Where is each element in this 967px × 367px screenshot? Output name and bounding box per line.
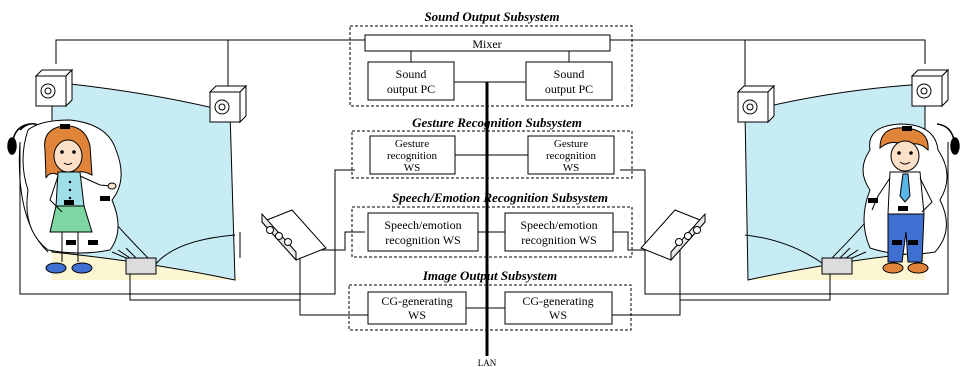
gesture-recognition-subsystem: Gesture Recognition Subsystem Gesture re… <box>351 115 633 179</box>
lan-label: LAN <box>478 358 497 367</box>
gesture-title: Gesture Recognition Subsystem <box>412 115 582 130</box>
gesture-ws-right-line1: Gesture <box>554 138 588 150</box>
mixer-label: Mixer <box>472 37 501 51</box>
cg-ws-left-line1: CG-generating <box>381 294 452 308</box>
right-projector <box>640 209 706 262</box>
speech-ws-left-line1: Speech/emotion <box>384 218 461 232</box>
sound-output-title: Sound Output Subsystem <box>424 9 559 24</box>
left-floor-unit <box>111 247 157 275</box>
gesture-ws-right-line3: WS <box>563 162 580 174</box>
right-speaker-1 <box>736 84 776 124</box>
left-projector <box>261 209 327 262</box>
cg-ws-right-line2: WS <box>549 308 567 322</box>
left-speaker-2 <box>208 84 248 124</box>
gesture-ws-right-line2: recognition <box>546 150 597 162</box>
cg-ws-left <box>367 291 467 325</box>
gesture-ws-left-line2: recognition <box>387 150 438 162</box>
cg-ws-left-line2: WS <box>408 308 426 322</box>
cg-ws-right <box>504 291 613 325</box>
right-headset-icon <box>936 123 960 155</box>
right-speaker-2 <box>910 68 950 108</box>
speech-ws-right-line2: recognition WS <box>521 233 596 247</box>
mixer-box <box>364 34 611 52</box>
sound-pc-left-line2: output PC <box>387 82 435 96</box>
gesture-ws-left-line1: Gesture <box>395 138 429 150</box>
gesture-ws-right <box>527 135 615 175</box>
girl-figure <box>22 119 122 274</box>
sound-pc-left-line1: Sound <box>396 67 427 81</box>
image-output-title: Image Output Subsystem <box>422 268 557 283</box>
sound-pc-left <box>367 61 455 101</box>
boy-figure <box>862 123 948 274</box>
gesture-ws-left <box>369 135 456 175</box>
speech-emotion-title: Speech/Emotion Recognition Subsystem <box>392 190 608 205</box>
sound-output-subsystem: Sound Output Subsystem Mixer Sound outpu… <box>349 9 633 107</box>
speech-emotion-subsystem: Speech/Emotion Recognition Subsystem Spe… <box>351 190 633 258</box>
cg-ws-right-line1: CG-generating <box>522 294 593 308</box>
right-floor-unit <box>821 247 867 275</box>
speech-ws-left <box>367 212 479 252</box>
speech-ws-right-line1: Speech/emotion <box>520 218 597 232</box>
image-output-subsystem: Image Output Subsystem CG-generating WS … <box>348 268 632 331</box>
gesture-ws-left-line3: WS <box>404 162 421 174</box>
left-headset-icon <box>7 123 41 155</box>
sound-pc-right-line2: output PC <box>545 82 593 96</box>
left-speaker-1 <box>34 68 74 108</box>
sound-pc-right-line1: Sound <box>554 67 585 81</box>
speech-ws-left-line2: recognition WS <box>385 233 460 247</box>
